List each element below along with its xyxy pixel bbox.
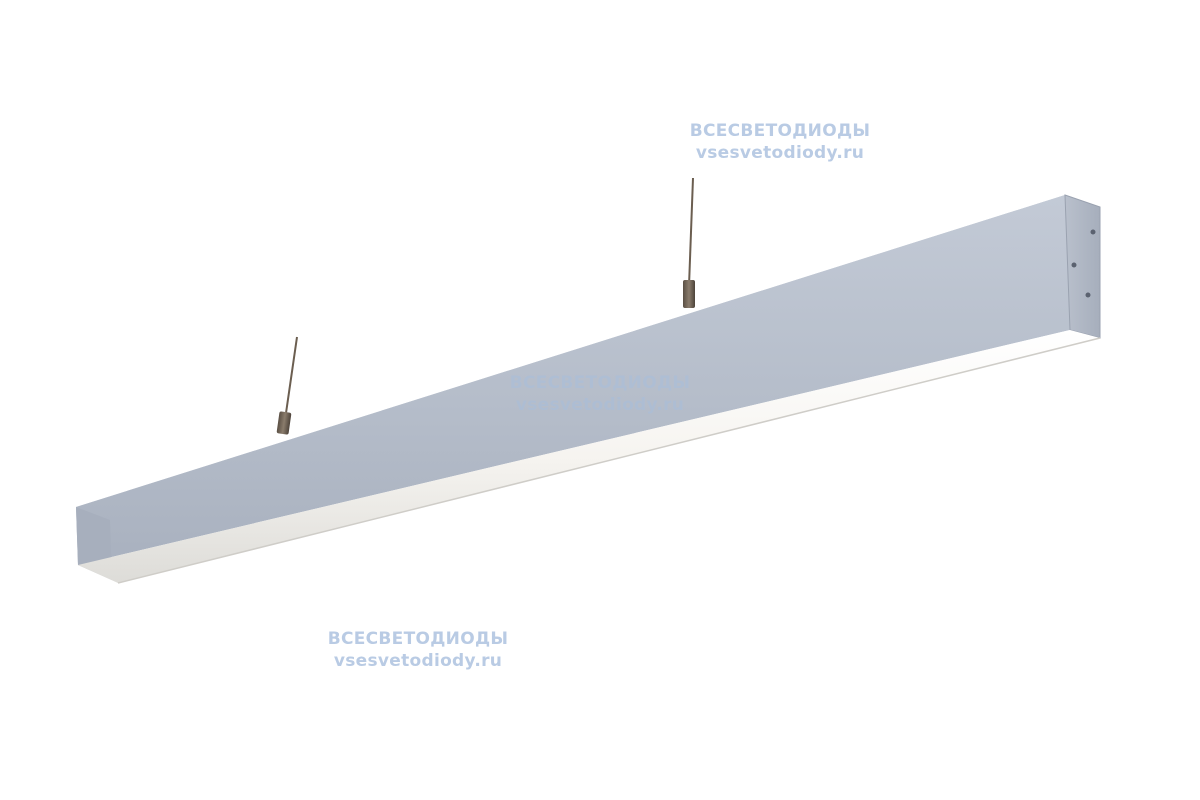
watermark-brand: ВСЕСВЕТОДИОДЫ (509, 373, 691, 393)
watermark-brand: ВСЕСВЕТОДИОДЫ (327, 629, 509, 649)
screw-icon (1071, 262, 1077, 268)
housing-front-face (76, 195, 1070, 565)
watermark-url: vsesvetodiody.ru (515, 395, 685, 415)
screw-icon (1090, 229, 1096, 235)
suspension-cable-left (276, 336, 298, 435)
watermark-brand: ВСЕСВЕТОДИОДЫ (689, 121, 871, 141)
housing-end-cap (1064, 194, 1101, 339)
suspension-cable-right (683, 177, 695, 308)
watermark-bottom: ВСЕСВЕТОДИОДЫ vsesvetodiody.ru (308, 628, 528, 672)
watermark-url: vsesvetodiody.ru (695, 143, 865, 163)
watermark-middle: ВСЕСВЕТОДИОДЫ vsesvetodiody.ru (490, 372, 710, 416)
watermark-top: ВСЕСВЕТОДИОДЫ vsesvetodiody.ru (670, 120, 890, 164)
watermark-url: vsesvetodiody.ru (333, 651, 503, 671)
screw-icon (1085, 292, 1091, 298)
light-diffuser (78, 330, 1100, 583)
